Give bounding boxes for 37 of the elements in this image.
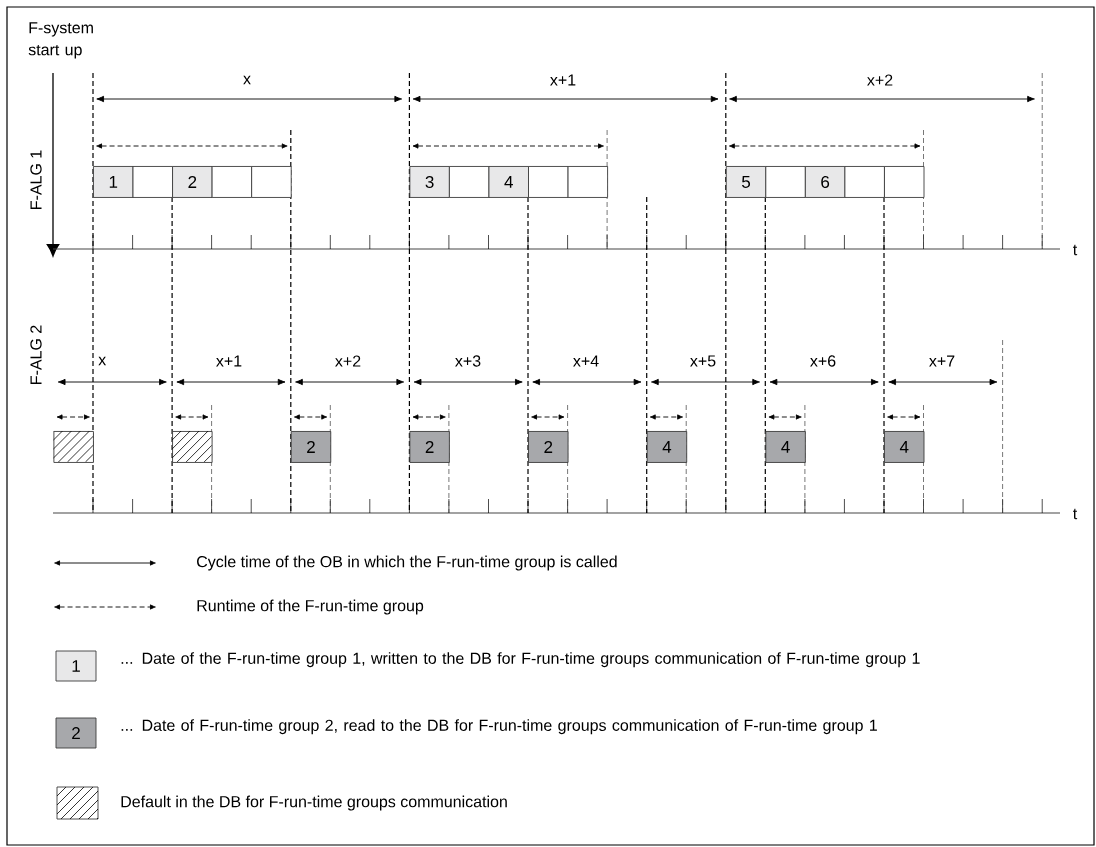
start-label: F-system start up — [28, 22, 93, 59]
axis-label: t — [1073, 244, 1078, 256]
cycle-label: x+2 — [867, 74, 893, 86]
cycle-label: x+5 — [690, 355, 716, 367]
data-cell: 2 — [409, 431, 450, 463]
cycle-label: x+3 — [455, 355, 481, 367]
cycle-label: x — [243, 75, 251, 85]
data-cell: 4 — [765, 431, 806, 463]
hatched-cell — [53, 431, 94, 463]
cycle-label: x+7 — [929, 355, 955, 367]
legend-text: Default in the DB for F-run-time groups communication — [121, 795, 507, 811]
cycle-label: x+6 — [810, 355, 836, 367]
data-cell: 2 — [172, 166, 213, 198]
legend-text: Cycle time of the OB in which the F-run-time group is called — [197, 555, 617, 571]
swatch-number: 2 — [72, 727, 80, 739]
axis-label: F-ALG 1 — [30, 150, 42, 209]
data-cell: 2 — [290, 431, 332, 463]
hatched-cell — [172, 431, 213, 463]
data-cell: 3 — [409, 166, 450, 198]
swatch-number: 1 — [72, 660, 80, 672]
cycle-label: x+1 — [216, 355, 242, 367]
legend-text: Runtime of the F-run-time group — [197, 599, 424, 615]
data-cell: 2 — [528, 431, 569, 463]
data-cell: 4 — [884, 431, 925, 463]
legend-text: ... Date of the F-run-time group 1, written to the DB for F-run-time groups communication of F-run-time group 1 — [121, 652, 920, 668]
data-cell: 5 — [725, 166, 767, 198]
legend-text: ... Date of F-run-time group 2, read to the DB for F-run-time groups communication of F-run-time group 1 — [121, 719, 877, 735]
data-cell: 4 — [646, 431, 688, 463]
axis-label: F-ALG 2 — [30, 325, 42, 384]
cycle-label: x+2 — [335, 355, 361, 367]
data-cell: 4 — [488, 166, 529, 198]
cycle-label: x — [98, 356, 107, 366]
cycle-label: x+4 — [573, 355, 599, 367]
axis-label: t — [1073, 508, 1078, 520]
data-cell: 6 — [804, 166, 846, 198]
data-cell: 1 — [93, 166, 134, 198]
cycle-label: x+1 — [550, 74, 576, 86]
